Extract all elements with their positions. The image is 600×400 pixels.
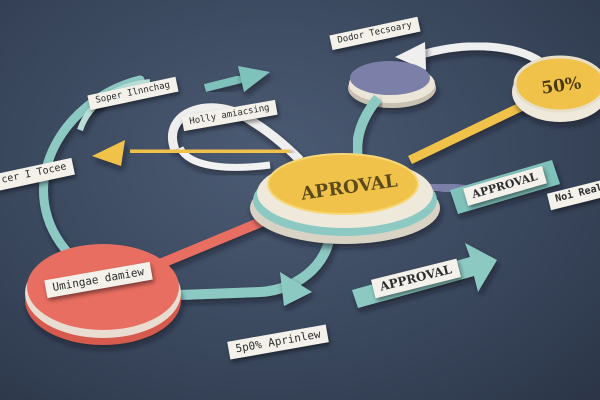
node-50	[513, 55, 600, 113]
center-node	[267, 153, 419, 215]
yellow-left-arrowhead	[92, 140, 125, 166]
top-white-arc	[418, 42, 548, 69]
lower-teal-arrowhead	[280, 272, 312, 306]
center-to-50-connector	[408, 95, 537, 165]
yellow-left-connector	[129, 147, 291, 155]
top-white-arrowhead	[395, 42, 426, 70]
slate-node	[350, 61, 430, 95]
top-teal-arrowhead	[238, 66, 270, 92]
slate-to-center-connector	[352, 94, 382, 161]
top-teal-arrow-shaft	[204, 74, 246, 92]
